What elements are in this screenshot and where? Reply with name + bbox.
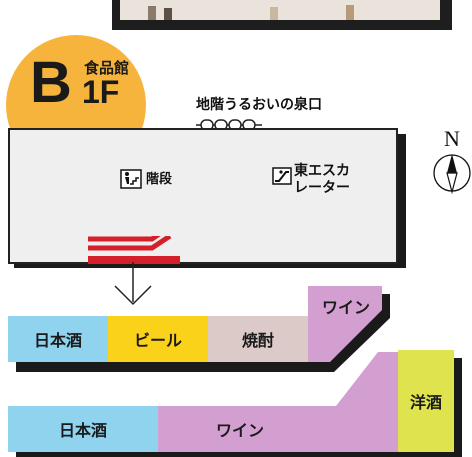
- section-label: 日本酒: [33, 331, 82, 350]
- stairs-marker: [88, 236, 180, 264]
- floor-level: 1F: [82, 74, 120, 110]
- escalator-icon: [272, 167, 292, 185]
- section-label: ワイン: [321, 298, 370, 317]
- escalator-label-line2: レーター: [294, 180, 350, 196]
- arrow-down-icon: [114, 262, 152, 306]
- section-nihonshu-upper: 日本酒: [8, 316, 108, 362]
- escalator-label-line1: 東エスカ: [294, 163, 350, 179]
- section-label: 洋酒: [409, 393, 442, 412]
- store-photo: [120, 0, 440, 20]
- exit-label: 地階うるおいの泉口: [196, 97, 322, 113]
- section-beer: ビール: [108, 316, 208, 362]
- floor-building-label: 食品館: [84, 59, 130, 77]
- floor-plan-area: [8, 128, 398, 264]
- section-label: ビール: [133, 331, 182, 350]
- section-wine-upper: ワイン: [310, 288, 382, 324]
- section-shochu: 焼酎: [208, 316, 308, 362]
- section-yoshu: 洋酒: [398, 350, 454, 452]
- stairs-label: 階段: [146, 172, 173, 187]
- gate-icon: [196, 119, 262, 131]
- section-nihonshu-lower: 日本酒: [8, 406, 158, 452]
- section-label: 焼酎: [241, 331, 274, 350]
- compass-north-label: N: [444, 126, 460, 151]
- section-label: ワイン: [215, 421, 264, 440]
- floor-letter: B: [30, 50, 72, 115]
- stairs-icon: [120, 169, 142, 189]
- section-wine-lower: ワイン: [170, 406, 310, 452]
- escalator-label: 東エスカ レーター: [294, 163, 350, 197]
- section-label: 日本酒: [58, 421, 107, 440]
- compass-icon: [433, 154, 471, 194]
